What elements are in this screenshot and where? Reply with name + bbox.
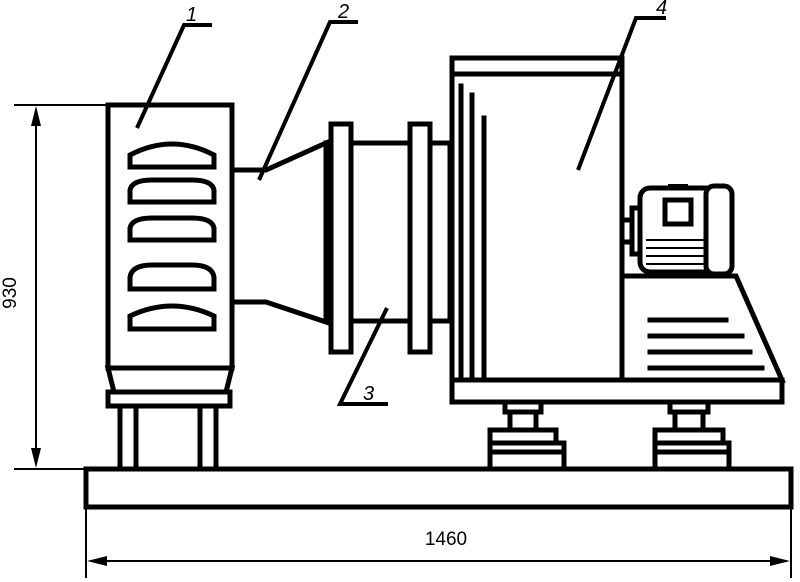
base-plate (83, 466, 794, 510)
terminal-box (662, 197, 694, 227)
electric-motor (619, 183, 735, 277)
height-dimension-label: 930 (0, 277, 21, 309)
width-dimension-label: 1460 (425, 529, 467, 550)
width-dimension (85, 507, 792, 578)
right-flange (407, 121, 433, 355)
leader-lines (135, 16, 666, 406)
motor-support (449, 273, 786, 405)
vibration-isolator-right (652, 399, 732, 472)
fan-casing (449, 55, 625, 386)
inlet-housing (104, 102, 236, 472)
vibration-isolator-left (487, 399, 567, 472)
callout-4: 4 (656, 0, 667, 19)
callout-2: 2 (337, 1, 349, 23)
callout-3: 3 (363, 383, 374, 405)
height-dimension (14, 104, 106, 470)
diffuser-cone (229, 139, 329, 326)
flanged-duct (323, 121, 453, 355)
callout-1: 1 (186, 4, 197, 26)
left-flange (328, 121, 354, 355)
